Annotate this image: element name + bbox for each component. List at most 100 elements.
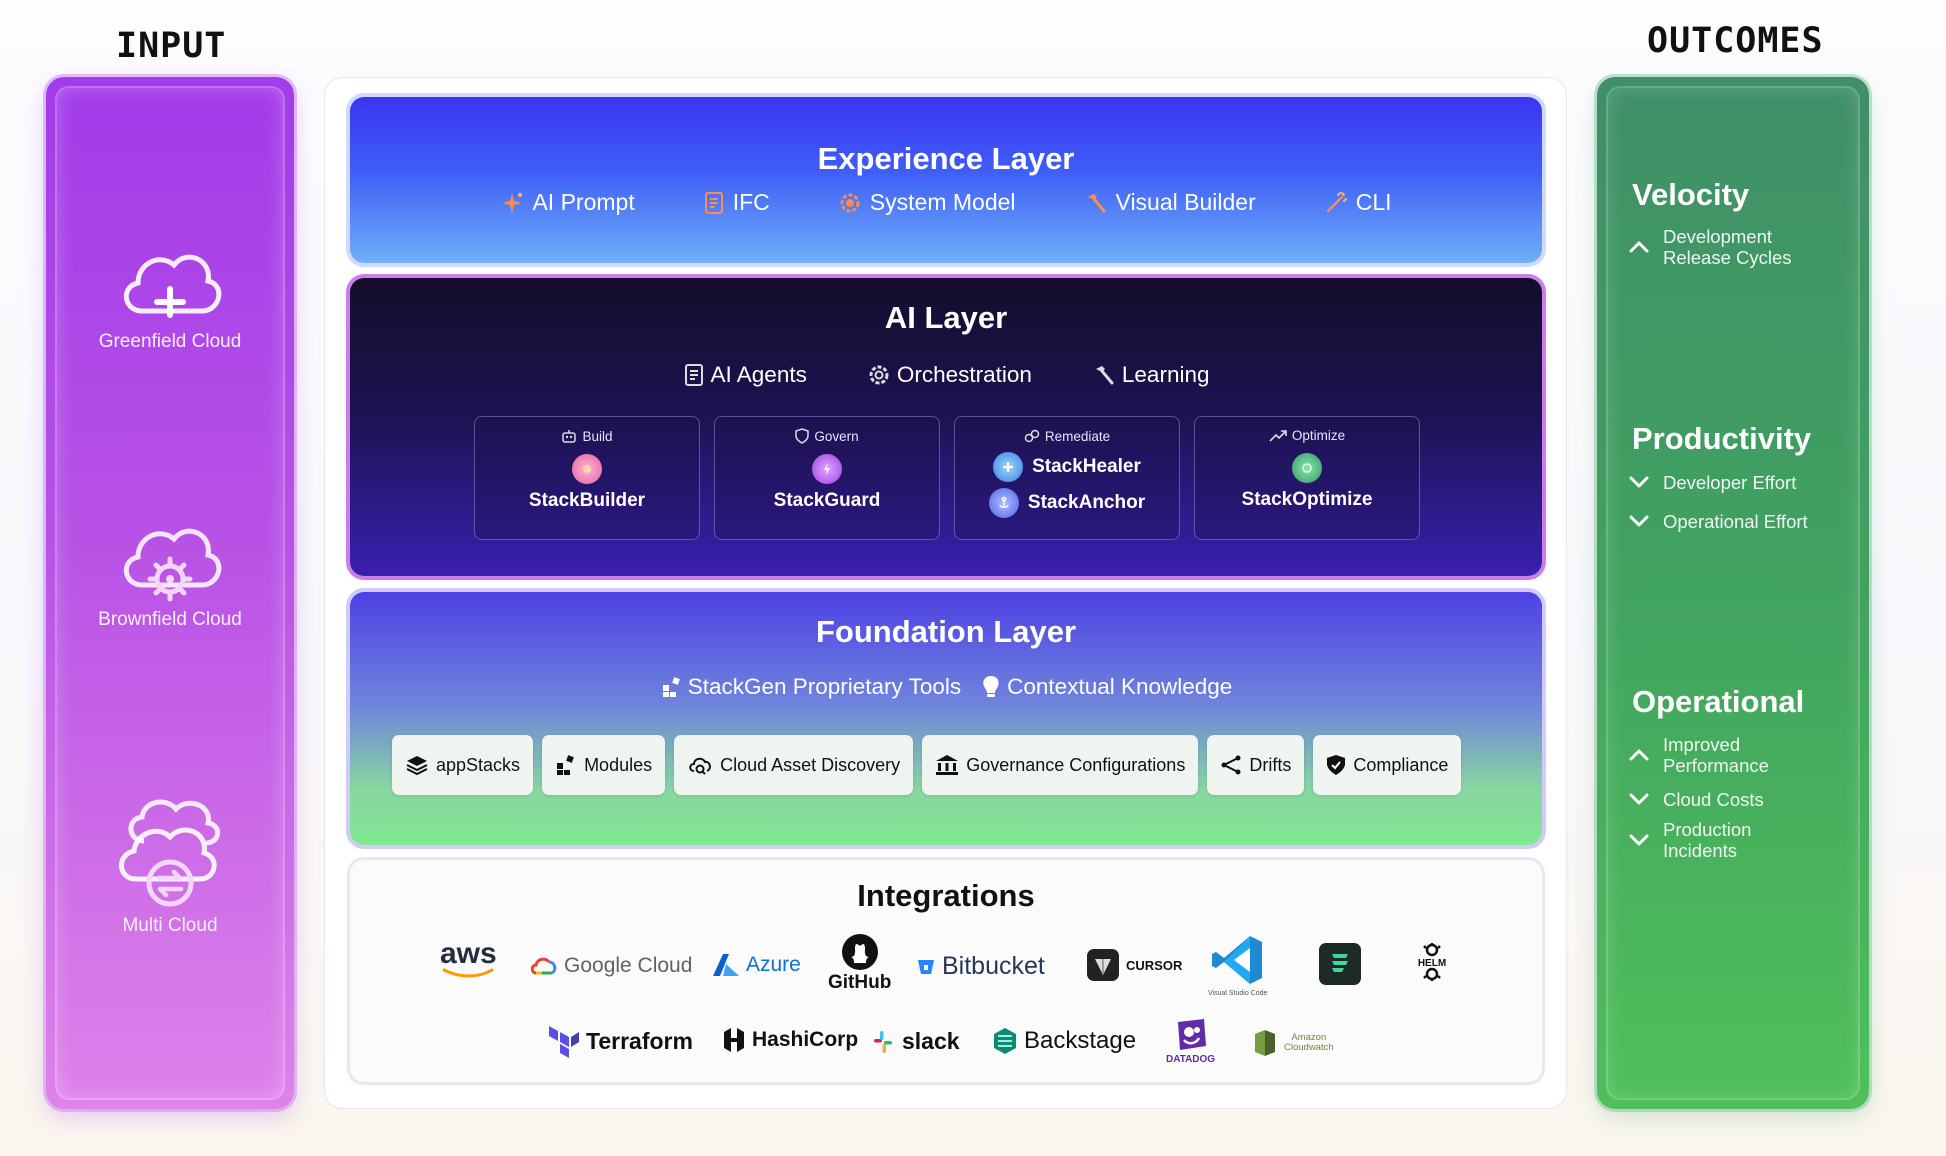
azure-logo: Azure [712, 952, 801, 978]
integrations-layer: Integrations aws Google Cloud Azure GitH… [350, 860, 1542, 1082]
gear-icon [840, 193, 860, 212]
blocks-icon [662, 677, 680, 697]
tool-cloud-asset-discovery[interactable]: Cloud Asset Discovery [674, 735, 914, 795]
github-text: GitHub [828, 972, 892, 993]
hammer-icon [1087, 193, 1106, 212]
vscode-icon [1211, 936, 1262, 984]
stackbuilder-icon [572, 454, 602, 484]
foundation-item-tools: StackGen Proprietary Tools [660, 674, 961, 700]
tool-governance-configurations[interactable]: Governance Configurations [922, 735, 1199, 795]
outcome-operational-title: Operational [1632, 684, 1805, 719]
outcomes-heading: OUTCOMES [1647, 21, 1824, 61]
tool-appstacks[interactable]: appStacks [392, 735, 534, 795]
outcome-item: Developer Effort [1627, 470, 1796, 494]
experience-item-label: Visual Builder [1115, 189, 1256, 215]
cursor-logo: CURSOR [1086, 948, 1182, 982]
outcome-line: Production [1663, 819, 1752, 840]
bitbucket-icon [918, 959, 934, 974]
gear-icon [869, 365, 889, 385]
multi-cloud-icon [119, 799, 220, 907]
ai-card-optimize: Optimize StackOptimize [1194, 416, 1420, 540]
ai-card-remediate: Remediate StackHealer StackAnchor [954, 416, 1180, 540]
experience-item-label: CLI [1355, 189, 1392, 215]
experience-item-label: System Model [869, 189, 1016, 215]
experience-layer: Experience Layer AI Prompt IFC System Mo… [350, 97, 1542, 263]
tool-drifts[interactable]: Drifts [1207, 735, 1305, 795]
experience-item-label: AI Prompt [532, 189, 635, 215]
input-label: Greenfield Cloud [98, 331, 242, 352]
share-icon [1221, 755, 1241, 775]
ai-card-category: Optimize [1291, 428, 1346, 443]
experience-item-ifc: IFC [703, 189, 770, 216]
outcome-line: Incidents [1663, 840, 1738, 861]
chevron-up-icon [1629, 749, 1649, 761]
foundation-item-label: StackGen Proprietary Tools [687, 674, 962, 699]
cloud-plus-icon [124, 254, 222, 318]
tool-compliance[interactable]: Compliance [1313, 735, 1462, 795]
bitbucket-logo: Bitbucket [916, 952, 1045, 981]
azure-text: Azure [746, 953, 801, 976]
ai-card-product: StackOptimize [1241, 489, 1373, 510]
shield-check-icon [1327, 755, 1346, 775]
tool-label: Cloud Asset Discovery [720, 754, 901, 775]
foundation-item-knowledge: Contextual Knowledge [981, 674, 1232, 700]
experience-item-ai-prompt: AI Prompt [500, 189, 635, 216]
document-icon [704, 191, 723, 214]
ai-card-product: StackGuard [773, 490, 881, 511]
slack-icon [874, 1030, 892, 1053]
experience-item-visual-builder: Visual Builder [1084, 189, 1256, 216]
ai-item-learning: Learning [1092, 362, 1209, 388]
ai-card-product-row: StackHealer [955, 452, 1179, 482]
vscode-text: Visual Studio Code [1208, 990, 1268, 997]
tool-label: Governance Configurations [966, 754, 1186, 775]
cli-spark-icon [1326, 191, 1347, 212]
outcome-velocity-title: Velocity [1632, 177, 1750, 212]
chevron-down-icon [1629, 834, 1649, 846]
foundation-item-label: Contextual Knowledge [1007, 674, 1233, 699]
input-greenfield: Greenfield Cloud [46, 245, 294, 353]
foundation-layer: Foundation Layer StackGen Proprietary To… [350, 592, 1542, 845]
google-cloud-text: Google Cloud [564, 954, 693, 977]
input-heading: INPUT [116, 26, 227, 66]
modules-icon [557, 755, 574, 775]
aws-text: aws [440, 937, 497, 970]
ai-card-product-row: StackAnchor [955, 488, 1179, 518]
cursor-text: CURSOR [1126, 957, 1183, 973]
ai-item-label: Orchestration [896, 362, 1032, 387]
experience-item-cli: CLI [1324, 189, 1392, 216]
outcome-productivity-title: Productivity [1632, 421, 1812, 456]
chevron-down-icon [1629, 515, 1649, 527]
experience-item-label: IFC [732, 189, 770, 215]
backstage-icon [994, 1028, 1016, 1054]
ai-layer: AI Layer AI Agents Orchestration Learnin… [350, 278, 1542, 576]
ai-card-product: StackAnchor [1027, 492, 1146, 513]
input-label: Multi Cloud [122, 915, 218, 936]
cursor-icon [1087, 949, 1119, 981]
tool-modules[interactable]: Modules [542, 735, 666, 795]
cloudwatch-text: Cloudwatch [1284, 1042, 1334, 1053]
ai-card-category: Remediate [1044, 428, 1111, 444]
github-icon [841, 934, 878, 970]
ai-card-category: Govern [814, 428, 859, 444]
terraform-text: Terraform [586, 1027, 693, 1054]
bank-icon [936, 755, 959, 775]
helm-text: HELM [1417, 958, 1447, 969]
outcome-line: Development [1663, 226, 1773, 247]
ai-layer-title: AI Layer [884, 300, 1008, 335]
slack-text: slack [902, 1028, 960, 1054]
bulb-icon [983, 676, 999, 697]
outcome-line: Release Cycles [1663, 247, 1792, 268]
shield-icon [795, 428, 810, 444]
google-cloud-icon [530, 957, 557, 975]
aws-logo: aws [440, 937, 497, 978]
datadog-logo: DATADOG [1166, 1016, 1215, 1065]
terraform-logo: Terraform [548, 1024, 693, 1058]
tool-label: Compliance [1353, 754, 1449, 775]
layers-icon [406, 756, 428, 776]
leaf-app-icon [1319, 943, 1361, 985]
sparkle-icon [502, 192, 523, 213]
hashicorp-logo: HashiCorp [722, 1026, 858, 1054]
